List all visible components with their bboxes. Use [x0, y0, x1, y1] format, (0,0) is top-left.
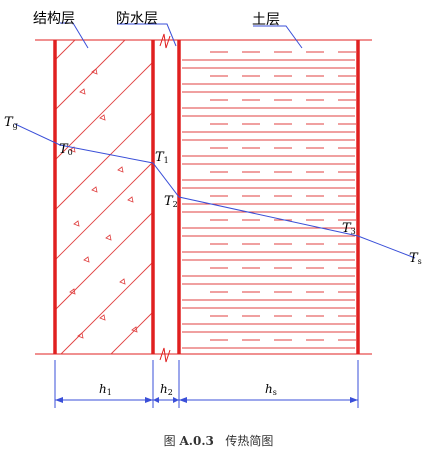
structural-layer-hatch — [54, 39, 154, 355]
aggregate-mark — [69, 288, 76, 295]
dimension-arrow-3-right — [350, 397, 358, 403]
temperature-ts-symbol: T — [409, 251, 418, 266]
aggregate-mark — [77, 332, 84, 339]
temperature-label-t1: T1 — [155, 151, 169, 165]
hatch-diagonal — [110, 311, 154, 355]
caption-prefix: 图 — [163, 434, 176, 448]
dimension-arrow-2-left — [153, 397, 159, 403]
temperature-t1-subscript: 1 — [163, 156, 169, 165]
aggregate-mark — [105, 234, 112, 241]
structural-label-leader — [60, 22, 89, 49]
dimension-label-h2: h2 — [160, 383, 173, 397]
waterproof-break-top — [159, 33, 171, 49]
temperature-t0-subscript: 0 — [67, 148, 73, 157]
caption-title: 传热简图 — [225, 434, 274, 448]
soil-layer-label: 土层 — [252, 12, 280, 28]
dimension-arrow-1-right — [145, 397, 153, 403]
dimension-hs-symbol: h — [265, 382, 273, 396]
temperature-tg-subscript: g — [12, 121, 18, 130]
structural-layer-aggregate — [69, 68, 138, 339]
temperature-ts-subscript: s — [417, 257, 422, 266]
hatch-diagonal — [54, 39, 126, 111]
temperature-label-t0: T0 — [59, 143, 73, 157]
dimension-arrow-1-left — [55, 397, 63, 403]
temperature-tg-symbol: T — [4, 115, 13, 130]
aggregate-mark — [79, 88, 86, 95]
hatch-diagonal — [54, 39, 76, 61]
soil-layer-hatch — [182, 51, 356, 349]
waterproof-label-leader — [117, 23, 177, 47]
structural-layer-label: 结构层 — [33, 11, 75, 27]
hatch-diagonal — [60, 261, 154, 355]
dimension-arrow-2-right — [173, 397, 179, 403]
aggregate-mark — [69, 146, 76, 153]
hatch-diagonal — [54, 111, 154, 211]
waterproof-break-bottom — [159, 347, 171, 363]
aggregate-mark — [119, 278, 126, 285]
hatch-diagonal — [54, 161, 154, 261]
dimension-h1-symbol: h — [99, 382, 107, 396]
dimension-arrow-3-left — [179, 397, 187, 403]
figure-caption: 图 A.0.3 传热简图 — [0, 432, 437, 449]
temperature-profile-line — [14, 123, 416, 259]
dimension-hs-subscript: s — [272, 388, 277, 397]
temperature-t2-symbol: T — [164, 194, 173, 209]
temperature-label-tg: Tg — [4, 116, 18, 130]
soil-label-leader — [253, 25, 303, 49]
dimension-label-hs: hs — [265, 383, 277, 397]
temperature-t0-symbol: T — [59, 142, 68, 157]
temperature-t3-symbol: T — [342, 221, 351, 236]
dimension-h2-symbol: h — [160, 382, 168, 396]
temperature-t2-subscript: 2 — [172, 200, 178, 209]
hatch-diagonal — [54, 61, 154, 161]
aggregate-mark — [99, 114, 106, 121]
aggregate-mark — [91, 68, 98, 75]
aggregate-mark — [127, 196, 134, 203]
aggregate-mark — [83, 256, 90, 263]
dimension-h1-subscript: 1 — [106, 388, 112, 397]
aggregate-mark — [91, 186, 98, 193]
dimension-label-h1: h1 — [99, 383, 112, 397]
temperature-t1-symbol: T — [155, 150, 164, 165]
aggregate-mark — [99, 314, 106, 321]
aggregate-mark — [73, 220, 80, 227]
aggregate-mark — [117, 166, 124, 173]
temperature-label-t2: T2 — [164, 195, 178, 209]
waterproof-layer-label: 防水层 — [116, 11, 158, 27]
dimension-h2-subscript: 2 — [167, 388, 173, 397]
caption-number: A.0.3 — [179, 434, 214, 448]
aggregate-mark — [131, 326, 138, 333]
temperature-label-t3: T3 — [342, 222, 356, 236]
temperature-t3-subscript: 3 — [350, 227, 356, 236]
hatch-diagonal — [54, 211, 154, 311]
temperature-label-ts: Ts — [409, 252, 422, 266]
